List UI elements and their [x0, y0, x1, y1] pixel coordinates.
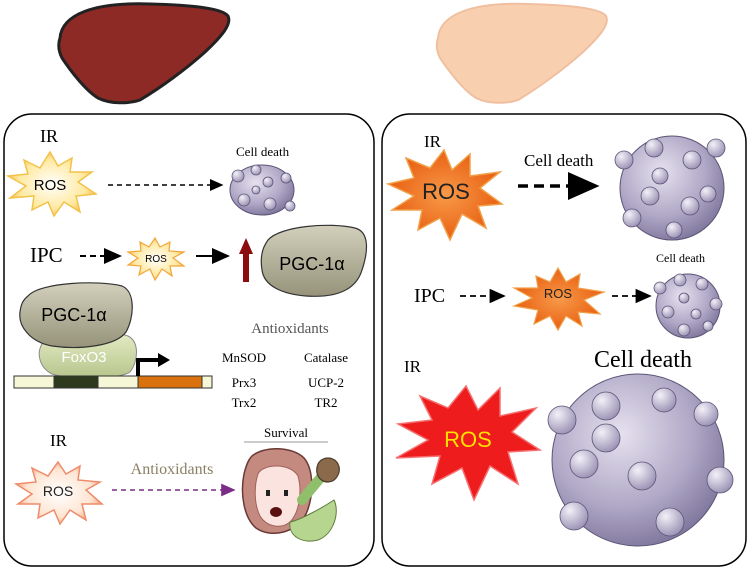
- antioxidants-title: Antioxidants: [251, 321, 329, 337]
- transcription-start-arrow-icon: [136, 353, 170, 376]
- dying-cell-top-right: [614, 135, 726, 241]
- dying-cell-bottom-right: [547, 373, 734, 547]
- pgc-blob-right: [260, 224, 367, 297]
- cell-death-label-mid-right: Cell death: [656, 251, 705, 265]
- gene-bar: [13, 375, 213, 389]
- ros-label-bottom-right: ROS: [444, 427, 492, 452]
- ros-label-top-left: ROS: [34, 177, 67, 194]
- antioxidant-mnsod: MnSOD: [222, 350, 266, 365]
- ir-label-bottom-right: IR: [404, 357, 422, 376]
- ir-label-top-right: IR: [424, 132, 442, 151]
- antioxidant-tr2: TR2: [314, 395, 337, 410]
- cell-death-label-left: Cell death: [236, 144, 290, 159]
- ros-burst-top-left: [5, 150, 99, 218]
- ipc-label-left: IPC: [30, 243, 63, 267]
- ir-label-bottom-left: IR: [50, 431, 68, 450]
- ros-label-bottom-left: ROS: [43, 483, 73, 499]
- ipc-label-right: IPC: [414, 285, 445, 307]
- antioxidant-catalase: Catalase: [304, 350, 348, 365]
- foxo3-label: FoxO3: [61, 349, 106, 366]
- cell-death-label-bottom-right: Cell death: [594, 347, 692, 373]
- dying-cell-mid-right: [653, 273, 723, 339]
- survival-label: Survival: [264, 425, 308, 440]
- ros-burst-bottom-left: [13, 460, 104, 526]
- ros-burst-small-left: [126, 236, 187, 282]
- ros-label-small-left: ROS: [145, 254, 167, 265]
- ros-burst-bottom-right: [395, 384, 543, 502]
- pgc-label-right: PGC-1α: [279, 254, 344, 274]
- pgc-blob-complex: [19, 282, 133, 349]
- antioxidants-arrow-label: Antioxidants: [131, 461, 214, 478]
- dying-cell-left: [229, 164, 296, 216]
- ros-burst-mid-right: [511, 266, 607, 332]
- ros-label-mid-right: ROS: [544, 286, 573, 301]
- pgc-label-complex: PGC-1α: [41, 305, 106, 325]
- ir-label-top-left: IR: [40, 126, 58, 146]
- antioxidant-prx3: Prx3: [232, 375, 257, 390]
- cell-death-label-top-right: Cell death: [524, 151, 594, 170]
- antioxidant-ucp2: UCP-2: [308, 375, 344, 390]
- liver-dark-icon: [57, 2, 231, 105]
- antioxidant-trx2: Trx2: [232, 395, 257, 410]
- happy-cell-icon: [241, 448, 340, 542]
- ros-burst-top-right: [385, 148, 505, 242]
- upregulation-arrow-icon: [239, 238, 253, 282]
- ros-label-top-right: ROS: [422, 179, 470, 204]
- liver-light-icon: [435, 2, 608, 104]
